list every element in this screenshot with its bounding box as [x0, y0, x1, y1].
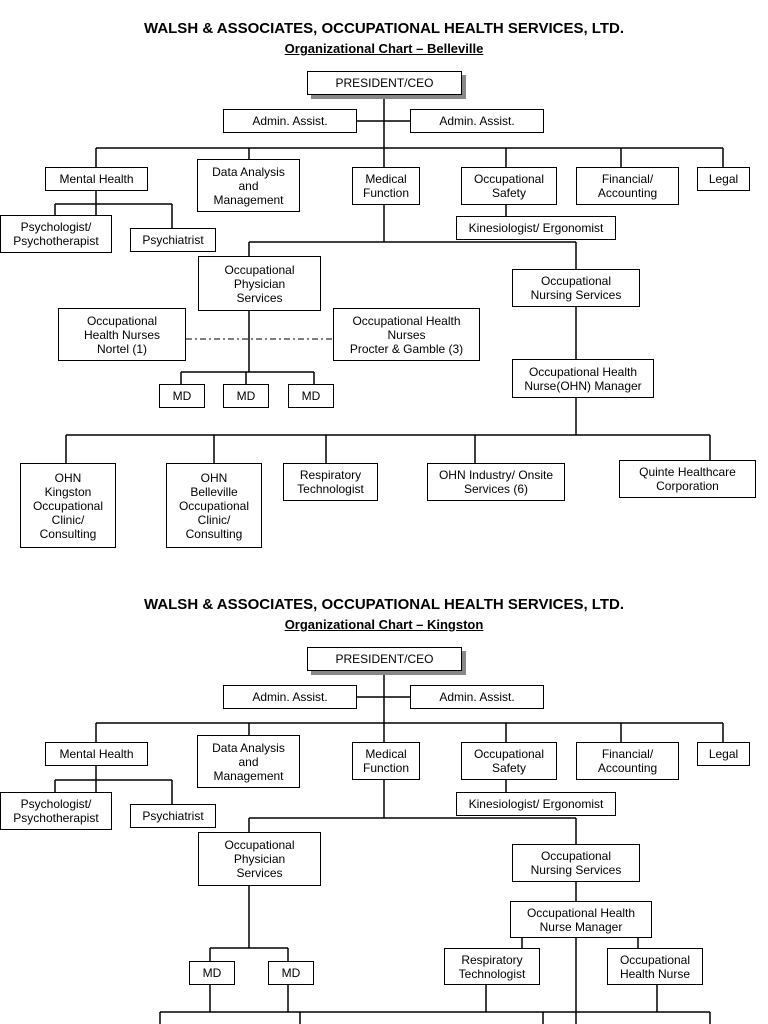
node-respiratory-technologist: Respiratory Technologist: [444, 948, 540, 985]
node-financial-accounting: Financial/ Accounting: [576, 167, 679, 205]
node-mental-health: Mental Health: [45, 742, 148, 766]
node-ohn-manager: Occupational Health Nurse Manager: [510, 901, 652, 938]
node-occupational-safety: Occupational Safety: [461, 167, 557, 205]
node-occupational-safety: Occupational Safety: [461, 742, 557, 780]
node-ohn-kingston: OHN Kingston Occupational Clinic/ Consul…: [20, 463, 116, 548]
node-legal: Legal: [697, 167, 750, 191]
node-psychiatrist: Psychiatrist: [130, 804, 216, 828]
chart-title: WALSH & ASSOCIATES, OCCUPATIONAL HEALTH …: [143, 20, 625, 37]
org-chart-belleville: WALSH & ASSOCIATES, OCCUPATIONAL HEALTH …: [0, 20, 756, 548]
node-respiratory-technologist: Respiratory Technologist: [283, 463, 378, 501]
node-quinte-healthcare: Quinte Healthcare Corporation: [619, 460, 756, 498]
node-ohn-nortel: Occupational Health Nurses Nortel (1): [58, 308, 186, 361]
node-ohn-industry: OHN Industry/ Onsite Services (6): [427, 463, 565, 501]
node-kinesiologist: Kinesiologist/ Ergonomist: [456, 216, 616, 240]
node-psychologist: Psychologist/ Psychotherapist: [0, 215, 112, 253]
node-md: MD: [159, 384, 205, 408]
node-physician-services: Occupational Physician Services: [198, 832, 321, 886]
node-medical-function: Medical Function: [352, 742, 420, 780]
node-ohn-procter-gamble: Occupational Health Nurses Procter & Gam…: [333, 308, 480, 361]
node-medical-function: Medical Function: [352, 167, 420, 205]
node-legal: Legal: [697, 742, 750, 766]
node-admin-assist-right: Admin. Assist.: [410, 109, 544, 133]
node-ohn-manager: Occupational Health Nurse(OHN) Manager: [512, 359, 654, 398]
node-md: MD: [223, 384, 269, 408]
node-psychiatrist: Psychiatrist: [130, 228, 216, 252]
node-data-analysis: Data Analysis and Management: [197, 159, 300, 212]
chart-title: WALSH & ASSOCIATES, OCCUPATIONAL HEALTH …: [143, 596, 625, 613]
node-president-ceo: PRESIDENT/CEO: [307, 647, 462, 671]
node-psychologist: Psychologist/ Psychotherapist: [0, 792, 112, 830]
node-data-analysis: Data Analysis and Management: [197, 735, 300, 788]
node-mental-health: Mental Health: [45, 167, 148, 191]
connector-lines: [54, 95, 724, 463]
node-admin-assist-left: Admin. Assist.: [223, 685, 357, 709]
chart-subtitle: Organizational Chart – Kingston: [284, 617, 484, 632]
node-md: MD: [268, 961, 314, 985]
node-nursing-services: Occupational Nursing Services: [512, 269, 640, 307]
node-kinesiologist: Kinesiologist/ Ergonomist: [456, 792, 616, 816]
node-president-ceo: PRESIDENT/CEO: [307, 71, 462, 95]
node-physician-services: Occupational Physician Services: [198, 256, 321, 311]
node-admin-assist-left: Admin. Assist.: [223, 109, 357, 133]
node-financial-accounting: Financial/ Accounting: [576, 742, 679, 780]
org-chart-kingston: WALSH & ASSOCIATES, OCCUPATIONAL HEALTH …: [0, 576, 768, 1024]
node-md: MD: [288, 384, 334, 408]
chart-subtitle: Organizational Chart – Belleville: [284, 41, 484, 56]
node-md: MD: [189, 961, 235, 985]
node-occupational-health-nurse: Occupational Health Nurse: [607, 948, 703, 985]
node-admin-assist-right: Admin. Assist.: [410, 685, 544, 709]
node-nursing-services: Occupational Nursing Services: [512, 844, 640, 882]
node-ohn-belleville: OHN Belleville Occupational Clinic/ Cons…: [166, 463, 262, 548]
